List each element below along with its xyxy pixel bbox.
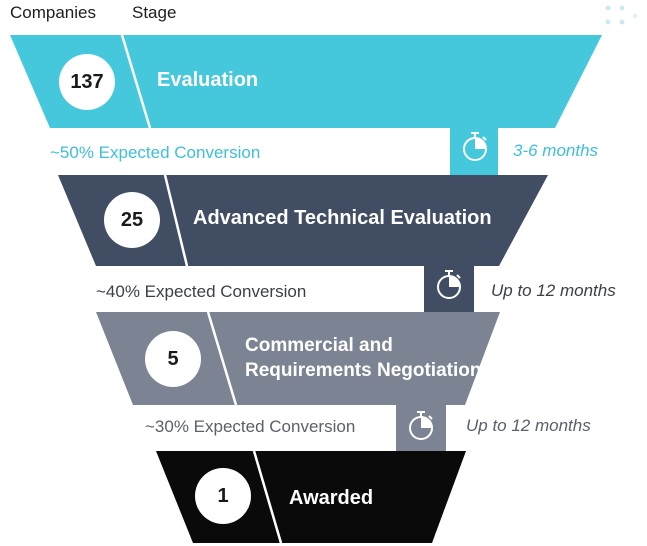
evaluation-band	[10, 35, 602, 128]
stopwatch-icon	[409, 411, 433, 440]
duration-2: Up to 12 months	[491, 281, 616, 300]
advanced-evaluation-stage-label: Advanced Technical Evaluation	[193, 207, 492, 229]
negotiation-stage-label-line1: Commercial and	[245, 335, 393, 356]
awarded-stage-label: Awarded	[289, 487, 374, 509]
conversion-rate-1: ~50% Expected Conversion	[50, 143, 261, 162]
negotiation-stage-label-line2: Requirements Negotiation	[245, 360, 482, 381]
duration-1: 3-6 months	[513, 141, 599, 160]
conversion-rate-2: ~40% Expected Conversion	[96, 282, 307, 301]
evaluation-stage-label: Evaluation	[157, 69, 259, 91]
decorative-dots	[605, 5, 638, 25]
stopwatch-icon	[463, 132, 487, 161]
conversion-rate-3: ~30% Expected Conversion	[145, 417, 356, 436]
companies-column-header: Companies	[10, 3, 96, 22]
evaluation-company-count: 137	[59, 54, 115, 110]
negotiation-band	[96, 312, 500, 405]
advanced-evaluation-company-count: 25	[104, 192, 160, 248]
duration-3: Up to 12 months	[466, 416, 591, 435]
stopwatch-icon	[437, 270, 461, 299]
negotiation-company-count: 5	[145, 331, 201, 387]
awarded-company-count: 1	[195, 468, 251, 524]
stage-column-header: Stage	[132, 3, 177, 22]
negotiation-arrow	[396, 405, 446, 466]
